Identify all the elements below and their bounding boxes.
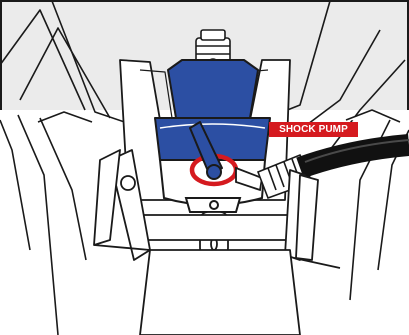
- shock-pump-label: SHOCK PUMP: [279, 122, 348, 137]
- shock-pump-callout: SHOCK PUMP: [269, 122, 358, 137]
